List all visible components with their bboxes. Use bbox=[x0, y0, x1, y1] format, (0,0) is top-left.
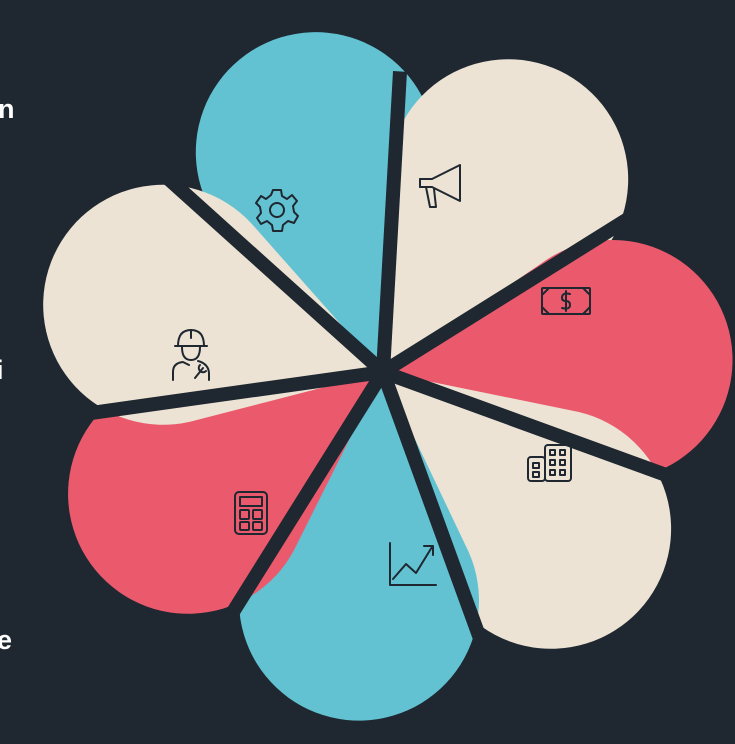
cropped-text-top: n bbox=[0, 94, 15, 124]
engineer-icon bbox=[172, 329, 210, 381]
cropped-text-bottom: e bbox=[0, 625, 13, 655]
chart-growth-icon bbox=[389, 542, 437, 586]
megaphone-icon bbox=[419, 164, 461, 208]
money-icon bbox=[541, 287, 591, 315]
petal-separators bbox=[65, 71, 687, 676]
building-icon bbox=[527, 444, 572, 482]
gear-icon bbox=[255, 189, 299, 232]
cropped-text-middle: i bbox=[0, 357, 4, 384]
calculator-icon bbox=[234, 491, 268, 535]
